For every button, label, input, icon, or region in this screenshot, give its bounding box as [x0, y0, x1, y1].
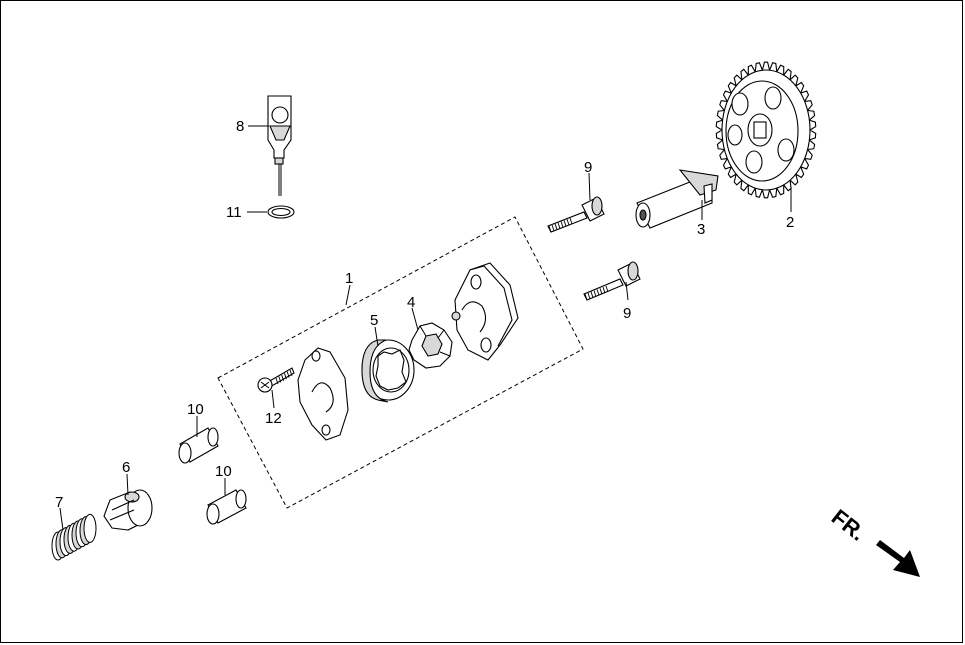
- bolt-upper-part: [547, 196, 605, 233]
- pump-cover-part: [297, 347, 349, 441]
- callout-12: 12: [265, 410, 282, 427]
- bolt-lower-part: [583, 261, 641, 301]
- inner-rotor-part: [408, 322, 453, 369]
- callout-9-lower: 9: [623, 305, 631, 322]
- o-ring-part: [267, 205, 295, 219]
- pump-body-part: [451, 262, 519, 361]
- callout-labels: 1 2 3 4 5 6 7 8 9 9 10 10 11 12: [55, 118, 794, 511]
- drive-shaft-part: [635, 169, 719, 229]
- spring-part: [51, 513, 97, 561]
- callout-9-upper: 9: [584, 159, 592, 176]
- callout-1: 1: [345, 270, 353, 287]
- callout-10-lower: 10: [215, 463, 232, 480]
- assembly-boundary: [217, 216, 584, 509]
- front-label: FR.: [827, 504, 870, 546]
- callout-8: 8: [236, 118, 244, 135]
- callout-10-upper: 10: [187, 401, 204, 418]
- driven-gear-part: [715, 61, 817, 199]
- callout-2: 2: [786, 214, 794, 231]
- callout-11: 11: [226, 204, 242, 221]
- callout-3: 3: [697, 221, 705, 238]
- dowel-upper-part: [178, 427, 219, 464]
- leader-lines: [59, 125, 792, 531]
- front-arrow-icon: [876, 540, 920, 577]
- dipstick-part: [267, 95, 292, 196]
- screw-part: [257, 367, 295, 393]
- dowel-lower-part: [206, 489, 247, 525]
- callout-5: 5: [370, 312, 378, 329]
- callout-4: 4: [407, 294, 415, 311]
- callout-6: 6: [122, 459, 130, 476]
- callout-7: 7: [55, 494, 63, 511]
- front-direction-indicator: FR.: [827, 504, 920, 577]
- oil-strainer-part: [103, 489, 153, 531]
- outer-rotor-part: [361, 339, 415, 403]
